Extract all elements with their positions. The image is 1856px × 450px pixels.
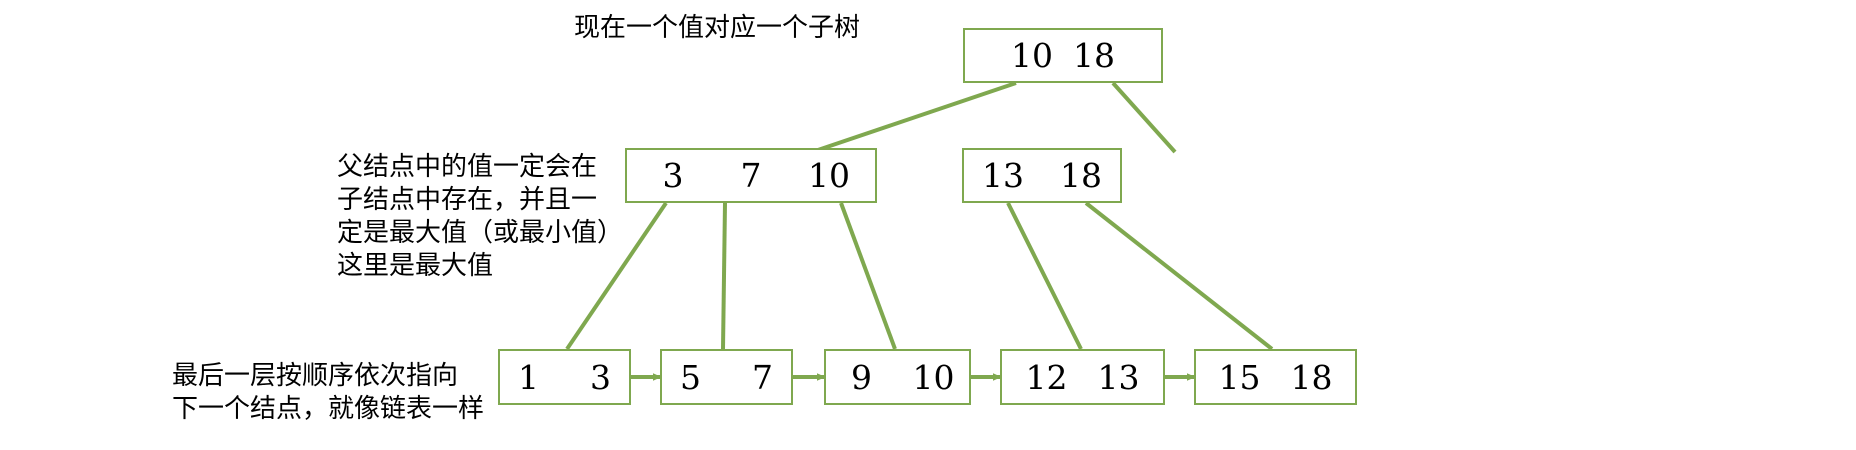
edge-internal-right-to-leaf-5 [1084, 201, 1274, 351]
node-key: 10 [1011, 36, 1053, 75]
edge-internal-left-to-leaf-3 [839, 202, 897, 350]
node-key: 10 [912, 357, 955, 397]
node-keys: 12 13 [1011, 361, 1155, 394]
tree-node-leaf-5[interactable]: 15 18 [1194, 349, 1357, 405]
node-key: 13 [1097, 357, 1140, 397]
node-key: 18 [1060, 156, 1102, 195]
edge-root-to-internal-right [1111, 81, 1177, 154]
node-key: 10 [808, 156, 850, 195]
tree-node-leaf-2[interactable]: 5 7 [660, 349, 793, 405]
node-keys: 13 18 [964, 159, 1120, 192]
node-key: 7 [740, 156, 762, 195]
annotation-middle: 父结点中的值一定会在 子结点中存在，并且一 定是最大值（或最小值） 这里是最大值 [337, 152, 624, 281]
node-key: 5 [680, 357, 701, 397]
tree-node-leaf-4[interactable]: 12 13 [1000, 349, 1165, 405]
node-keys: 1 3 [493, 361, 637, 394]
node-key: 12 [1025, 357, 1068, 397]
edge-internal-left-to-leaf-2 [721, 202, 727, 350]
node-key: 18 [1073, 36, 1115, 75]
annotation-bottom: 最后一层按顺序依次指向 下一个结点，就像链表一样 [172, 361, 485, 424]
edge-internal-right-to-leaf-4 [1006, 202, 1083, 350]
node-keys: 3 7 10 [634, 159, 868, 192]
tree-node-root[interactable]: 10 18 [963, 28, 1163, 83]
node-keys: 10 18 [1001, 39, 1125, 72]
node-keys: 5 7 [655, 361, 799, 394]
node-key: 7 [752, 357, 773, 397]
tree-node-internal-left[interactable]: 3 7 10 [625, 148, 877, 203]
tree-node-leaf-1[interactable]: 1 3 [498, 349, 631, 405]
node-key: 9 [851, 357, 872, 397]
node-keys: 15 18 [1204, 361, 1348, 394]
node-key: 13 [982, 156, 1024, 195]
edge-root-to-internal-left [811, 81, 1017, 154]
node-keys: 9 10 [826, 361, 970, 394]
annotation-top: 现在一个值对应一个子树 [574, 13, 861, 43]
tree-node-internal-right[interactable]: 13 18 [962, 148, 1122, 203]
node-key: 18 [1290, 357, 1333, 397]
node-key: 3 [662, 156, 684, 195]
node-key: 1 [518, 357, 539, 397]
tree-node-leaf-3[interactable]: 9 10 [824, 349, 971, 405]
node-key: 3 [590, 357, 611, 397]
node-key: 15 [1218, 357, 1261, 397]
